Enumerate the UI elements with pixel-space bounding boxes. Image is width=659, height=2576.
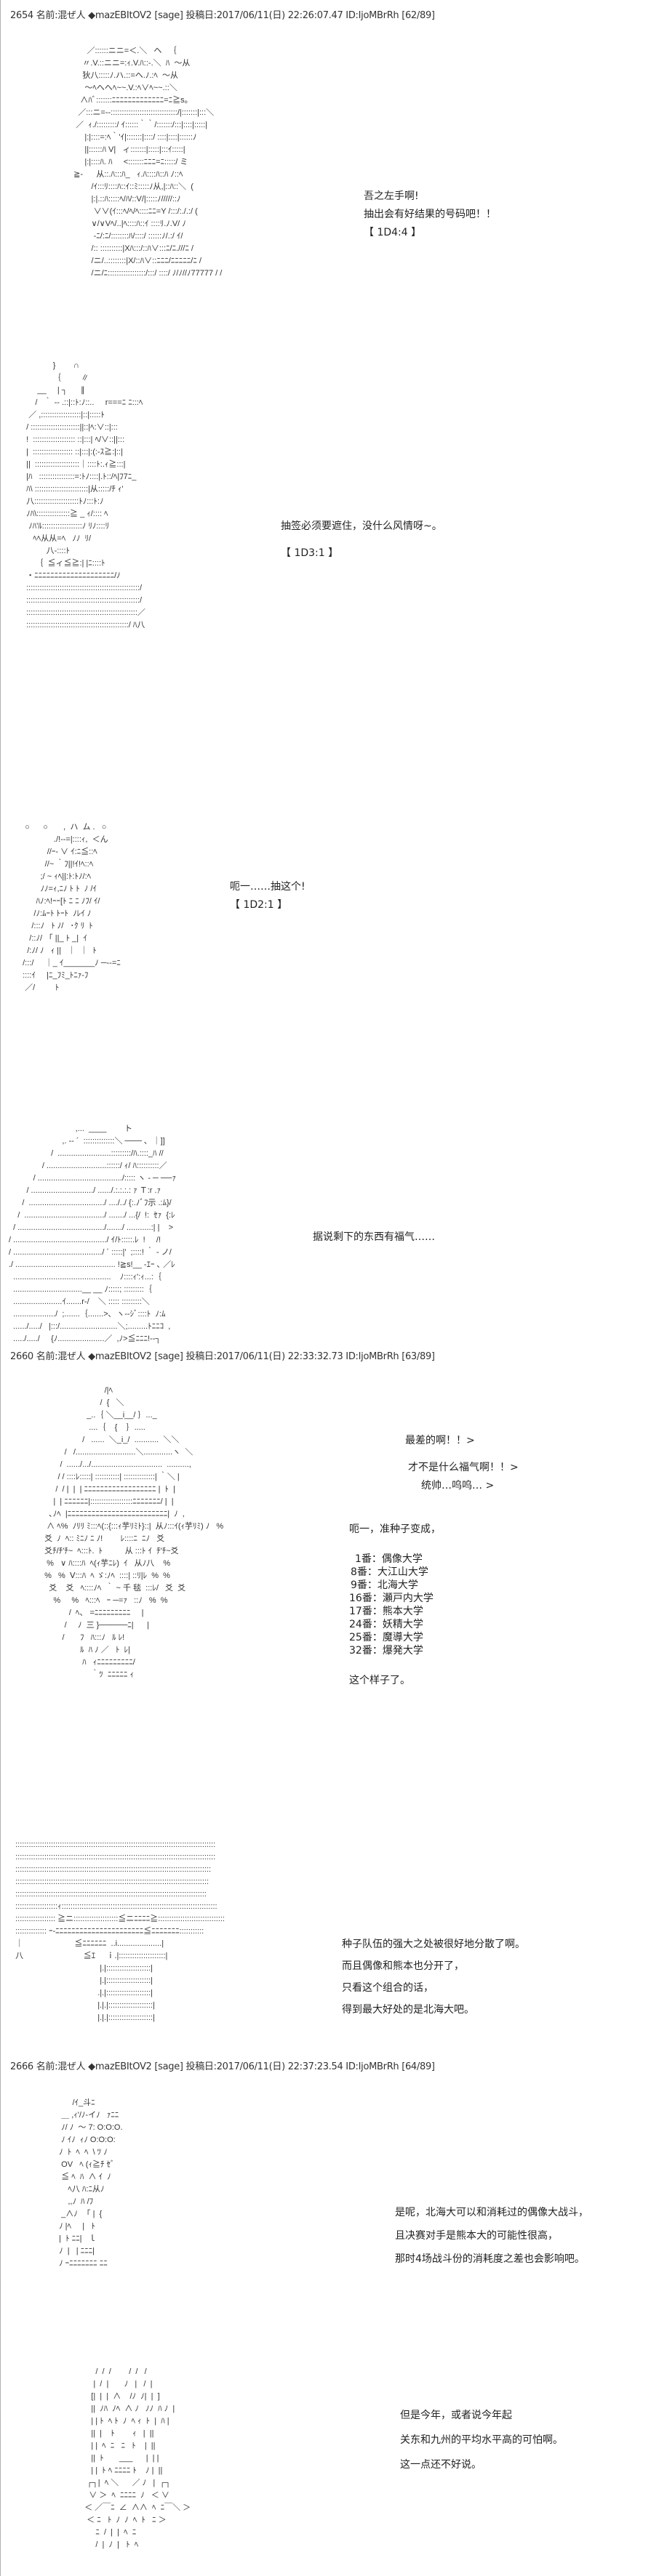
seed-item: 8番：大江山大学 bbox=[351, 1566, 428, 1578]
dialog-line: 吾之左手啊! bbox=[364, 190, 419, 202]
dialog-left-hand: 吾之左手啊! 抽出会有好结果的号码吧！！ 【 1D4:4 】 bbox=[364, 188, 496, 242]
dialog-line: 这一点还不好说。 bbox=[400, 2459, 482, 2471]
left-border bbox=[0, 0, 1, 2576]
ascii-art-character: /ｲ_斗ﾆ ＿ ,ｨ'/ﾉ-イﾉ ｧﾆﾆ ﾉ/ ﾉ ～ 7: O:O:O. ﾉ … bbox=[59, 2098, 123, 2268]
dialog-line: 但是今年，或者说今年起 bbox=[400, 2410, 512, 2421]
dialog-drawing-lots: 抽签必须要遮住，没什么风情呀~。 【 1D3:1 】 bbox=[281, 518, 442, 563]
dialog-hokkai: 是呢，北海大可以和消耗过的偶像大战斗， 且决赛对手是熊本大的可能性很高， 那时4… bbox=[395, 2201, 588, 2271]
ascii-art-drawing-lots: } ∩ ｛ ∥ __ | ┐ ∥ / ｀ -‐ .::|::ﾄ:ﾉ::.. r=… bbox=[26, 361, 145, 629]
ascii-art-left-hand: ／::::::ニニ=＜.＼ ヘ ｛ 〃.V.::ニニ=:ｨ.V.ﾊ::-.＼ ﾊ… bbox=[73, 47, 223, 278]
dialog-worst: 最差的啊！！> 才不是什么福气啊！！> 统帅…呜呜… > bbox=[405, 1432, 519, 1495]
post-header: 2666 名前:混ぜ人 ◆mazEBItOV2 [sage] 投稿日:2017/… bbox=[10, 2061, 435, 2072]
dialog-pick: 呃一……抽这个! 【 1D2:1 】 bbox=[230, 878, 305, 914]
post-header: 2660 名前:混ぜ人 ◆mazEBItOV2 [sage] 投稿日:2017/… bbox=[10, 1351, 435, 1362]
dialog-line: 呃一，准种子变成， bbox=[349, 1524, 441, 1535]
post-header: 2654 名前:混ぜ人 ◆mazEBItOV2 [sage] 投稿日:2017/… bbox=[10, 10, 435, 21]
seed-item: 17番：熊本大学 bbox=[349, 1606, 423, 1617]
dialog-this-year: 但是今年，或者说今年起 关东和九州的平均水平高的可怕啊。 这一点还不好说。 bbox=[400, 2403, 563, 2477]
dice-result: 【 1D4:4 】 bbox=[364, 227, 422, 238]
ascii-art-character-2: / / / / / / | / | ﾉ | / | [| | | ∧ /ﾉ ﾉ|… bbox=[84, 2367, 191, 2549]
ascii-art-pick: ○ ○ , ハ ム . ○ ./!--=|::::ｨ, ＜ん //ｰ- ∨ ｲ:… bbox=[23, 823, 121, 992]
ascii-art-room: ::::::::::::::::::::::::::::::::::::::::… bbox=[15, 1840, 225, 2022]
seed-item: 32番：爆発大学 bbox=[349, 1645, 423, 1657]
dialog-line: 抽出会有好结果的号码吧！！ bbox=[364, 209, 496, 220]
seed-item: 24番：妖精大学 bbox=[349, 1619, 423, 1630]
dialog-line: 据说剩下的东西有福气…… bbox=[313, 1231, 435, 1243]
dialog-analysis: 种子队伍的强大之处被很好地分散了啊。 而且偶像和熊本也分开了， 只看这个组合的话… bbox=[342, 1933, 525, 2021]
dialog-line: 那时4场战斗份的消耗度之差也会影响吧。 bbox=[395, 2253, 585, 2265]
dice-result: 【 1D3:1 】 bbox=[281, 547, 339, 559]
seed-item: 1番：偶像大学 bbox=[355, 1553, 423, 1565]
seed-list: 1番：偶像大学 8番：大江山大学 9番：北海大学 16番：瀬戸内大学 17番：熊… bbox=[349, 1553, 434, 1657]
seed-item: 25番：魔導大学 bbox=[349, 1632, 423, 1643]
ascii-art-leftover: ,... ____ ト ,. -‐ ´ ::::::::::::::＼ ─── … bbox=[9, 1124, 176, 1343]
dialog-line: 呃一……抽这个! bbox=[230, 881, 305, 893]
dialog-seeds: 呃一，准种子变成， bbox=[349, 1521, 441, 1539]
dialog-line: 统帅…呜呜… > bbox=[421, 1480, 495, 1492]
dialog-line: 种子队伍的强大之处被很好地分散了啊。 bbox=[342, 1939, 525, 1950]
dialog-line: 而且偶像和熊本也分开了， bbox=[342, 1960, 464, 1972]
dialog-line: 且决赛对手是熊本大的可能性很高， bbox=[395, 2230, 558, 2242]
dice-result: 【 1D2:1 】 bbox=[230, 899, 288, 911]
dialog-line: 才不是什么福气啊！！> bbox=[408, 1462, 519, 1473]
dialog-line: 抽签必须要遮住，没什么风情呀~。 bbox=[281, 520, 442, 532]
dialog-line: 关东和九州的平均水平高的可怕啊。 bbox=[400, 2434, 563, 2446]
dialog-line: 只看这个组合的话， bbox=[342, 1982, 434, 1994]
ascii-art-despair: /|ﾍ / { ＼ _..｛ ＼__i__/ ｝..._ ....｛ { ｝..… bbox=[44, 1386, 224, 1679]
dialog-leftover: 据说剩下的东西有福气…… bbox=[313, 1228, 435, 1247]
seed-item: 9番：北海大学 bbox=[351, 1579, 418, 1591]
dialog-line: 得到最大好处的是北海大吧。 bbox=[342, 2004, 474, 2016]
dialog-line: 最差的啊！！> bbox=[405, 1435, 475, 1446]
dialog-line: 这个样子了。 bbox=[349, 1675, 410, 1686]
dialog-seeds-outro: 这个样子了。 bbox=[349, 1672, 410, 1690]
dialog-line: 是呢，北海大可以和消耗过的偶像大战斗， bbox=[395, 2207, 588, 2218]
seed-item: 16番：瀬戸内大学 bbox=[349, 1593, 434, 1604]
